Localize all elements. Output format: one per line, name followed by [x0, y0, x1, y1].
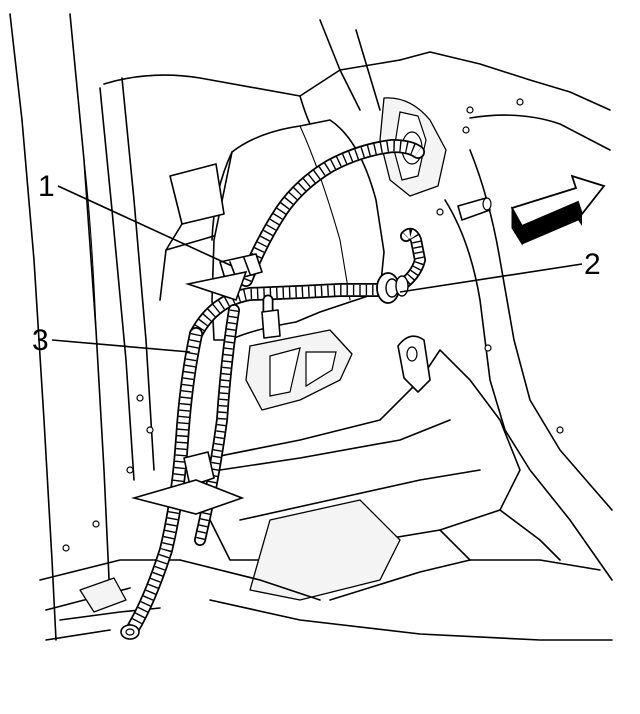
- callout-label-3: 3: [32, 324, 49, 357]
- forward-arrow-icon: [510, 174, 606, 246]
- callout-label-1: 1: [38, 170, 55, 203]
- callout-label-2: 2: [584, 248, 601, 281]
- pointer-arrows: [130, 270, 248, 515]
- leader-line-1: [57, 185, 233, 267]
- callout-labels: 1 2 3: [32, 170, 601, 357]
- leader-line-3: [51, 339, 191, 353]
- pointer-arrow-clip-lower: [130, 479, 245, 515]
- leader-line-2: [399, 263, 583, 293]
- callout-leaders: [51, 185, 583, 353]
- body-structure: [9, 13, 613, 641]
- grommet: [376, 272, 409, 304]
- pointer-arrow-clip-upper: [184, 270, 248, 302]
